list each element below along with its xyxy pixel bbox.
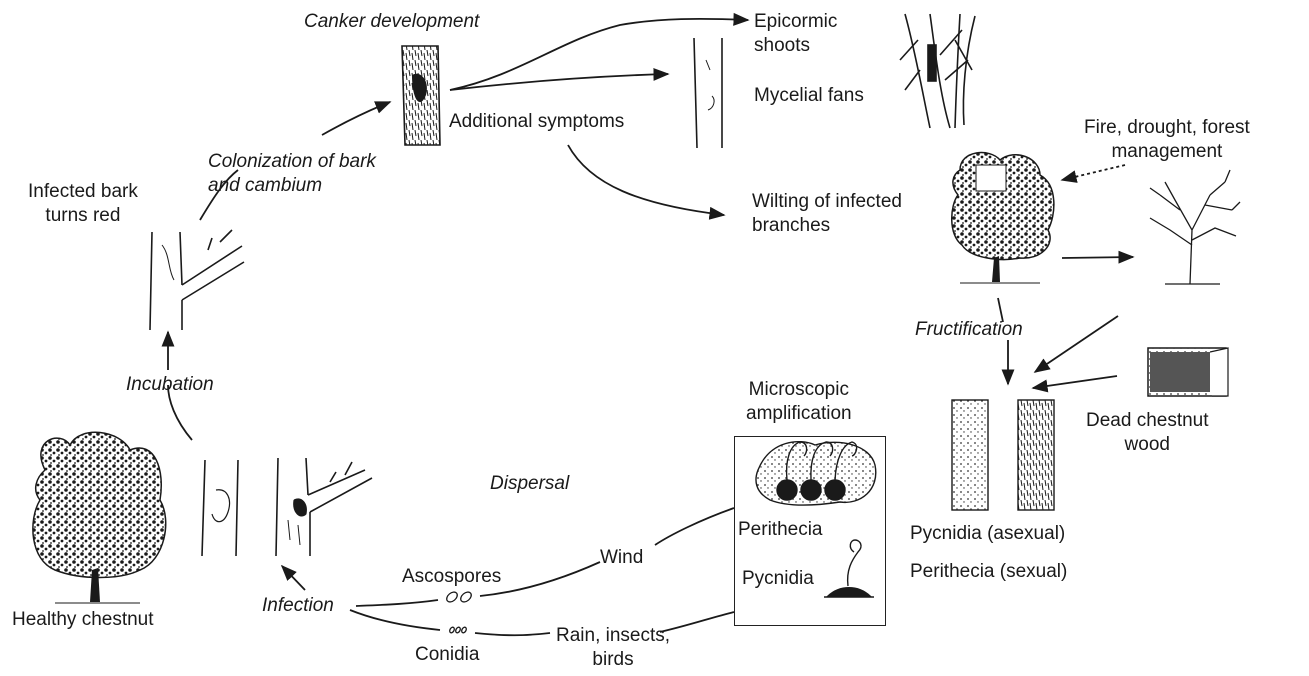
label-infected-bark: Infected bark turns red	[28, 180, 138, 228]
label-wilting: Wilting of infected branches	[752, 190, 902, 238]
label-perithecia-sexual: Perithecia (sexual)	[910, 560, 1067, 584]
arrow-infection-to-trunk	[282, 566, 305, 590]
line-box-to-wind	[655, 508, 734, 545]
log-icon	[1148, 348, 1228, 396]
wilting-tree-icon	[952, 153, 1054, 283]
arrow-deadwood-to-pycnidia	[1033, 376, 1117, 388]
arrow-symptoms-to-wilting	[568, 145, 724, 215]
label-conidia: Conidia	[415, 643, 479, 667]
label-wind: Wind	[600, 546, 643, 570]
label-fire-drought: Fire, drought, forest management	[1084, 116, 1250, 164]
arrow-canker-to-epicormic	[450, 19, 748, 90]
label-ascospores: Ascospores	[402, 565, 501, 589]
pycnidia-trunk-icon	[952, 400, 988, 510]
healthy-tree-icon	[33, 432, 166, 603]
label-pycnidia-asexual: Pycnidia (asexual)	[910, 522, 1065, 546]
label-perithecia-box: Perithecia	[738, 518, 823, 542]
arrow-colonization-to-canker	[322, 102, 390, 135]
epicormic-branches-icon	[900, 14, 975, 128]
spore-icon	[445, 590, 473, 634]
arrow-canker-to-mycelial	[450, 74, 668, 90]
line-rain-to-conidia	[475, 633, 550, 635]
label-infection: Infection	[262, 594, 334, 618]
infected-trunk-bottom-icon	[202, 460, 238, 556]
cankered-trunk-bottom-icon	[276, 458, 372, 556]
label-mycelial-fans: Mycelial fans	[754, 84, 864, 108]
label-incubation: Incubation	[126, 373, 214, 397]
line-box-to-rain	[660, 612, 734, 632]
label-microscopic: Microscopic amplification	[746, 378, 852, 426]
label-rain-insects: Rain, insects, birds	[556, 624, 670, 672]
arrow-deadtree-to-pycnidia	[1035, 316, 1118, 372]
cankered-trunk-icon	[402, 46, 440, 145]
line-conidia-to-infection	[350, 610, 440, 630]
label-pycnidia-box: Pycnidia	[742, 567, 814, 591]
label-healthy-chestnut: Healthy chestnut	[12, 608, 154, 632]
label-canker-development: Canker development	[304, 10, 479, 34]
label-colonization: Colonization of bark and cambium	[208, 150, 376, 198]
label-additional-symptoms: Additional symptoms	[449, 110, 624, 134]
line-ascospores-to-infection	[356, 600, 438, 606]
arrow-fire-to-tree	[1062, 165, 1125, 180]
label-dispersal: Dispersal	[490, 472, 569, 496]
arrow-healthy-tree-to-dead-tree	[1062, 257, 1133, 258]
label-fructification: Fructification	[915, 318, 1023, 342]
infected-trunk-icon	[150, 230, 244, 330]
label-dead-wood: Dead chestnut wood	[1086, 409, 1209, 457]
label-epicormic-shoots: Epicormic shoots	[754, 10, 837, 58]
dead-tree-icon	[1150, 170, 1240, 284]
perithecia-trunk-icon	[1018, 400, 1054, 510]
epicormic-trunk-icon	[694, 38, 722, 148]
